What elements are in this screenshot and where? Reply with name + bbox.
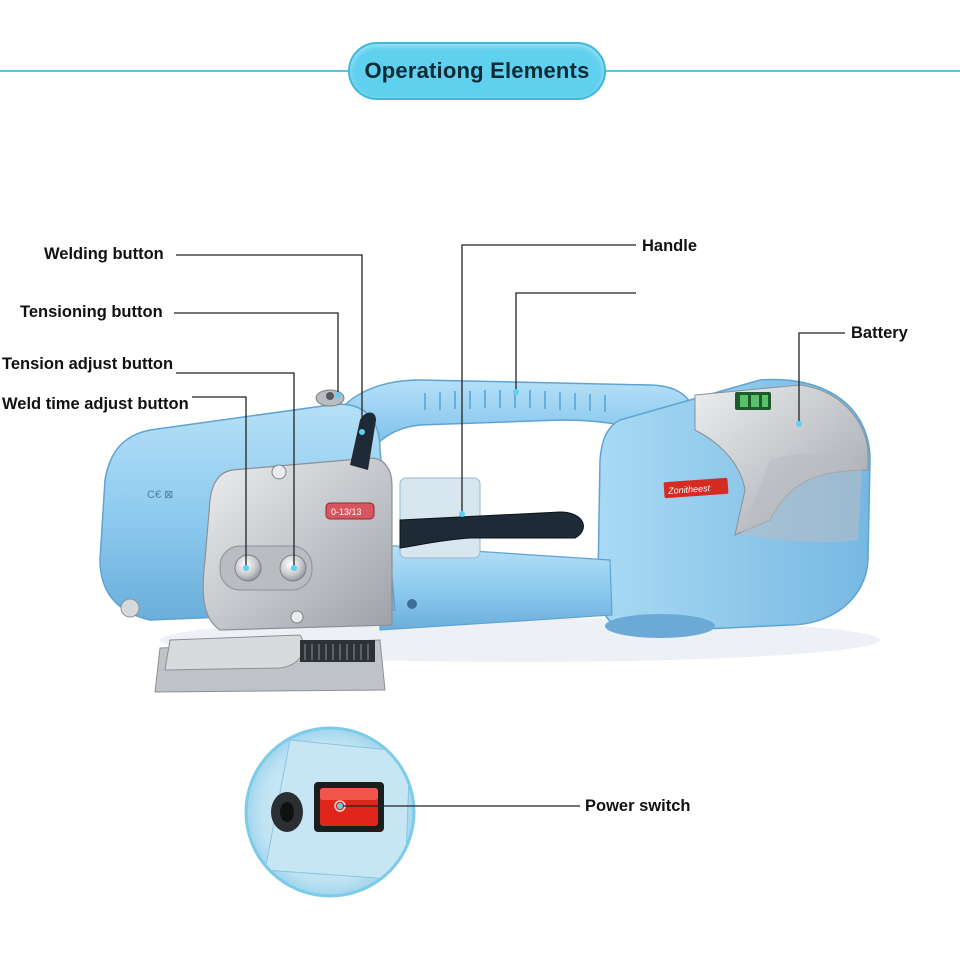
power-switch-inset-ring <box>244 726 416 898</box>
brand-plate <box>663 477 729 499</box>
label-tension-adjust-button: Tension adjust button <box>2 355 174 373</box>
base-plate-top <box>164 634 305 671</box>
tension-scale-text: 0-13/13 <box>331 507 362 517</box>
tensioning-button-leader <box>174 312 339 395</box>
welding-button-trigger <box>350 412 376 470</box>
section-title: Operationg Elements <box>348 42 606 100</box>
label-power-switch: Power switch <box>585 797 691 815</box>
front-screw <box>120 598 140 618</box>
handle-leader-lever <box>461 244 636 514</box>
battery-side-panel <box>740 454 862 543</box>
label-tensioning-button: Tensioning button <box>20 303 163 321</box>
gripper-teeth <box>300 640 375 662</box>
label-welding-button: Welding button <box>44 245 164 263</box>
lever <box>399 511 584 549</box>
mechanism-cover <box>202 457 393 631</box>
header-rule-right <box>604 70 960 72</box>
label-handle: Handle <box>642 237 698 255</box>
power-switch-inset <box>246 728 414 896</box>
cover-screw-bottom <box>290 610 304 624</box>
label-weld-time-adjust-button: Weld time adjust button <box>2 395 189 413</box>
welding-button-leader <box>176 254 363 432</box>
label-battery: Battery <box>851 324 908 342</box>
cover-screw-top <box>271 464 287 480</box>
tension-window <box>325 502 375 520</box>
callout-lines <box>174 244 845 809</box>
battery-leader <box>798 332 845 424</box>
header-rule-left <box>0 70 350 72</box>
rear-foot <box>605 614 715 638</box>
body-screw <box>407 599 417 609</box>
handle-leader-grip <box>515 292 636 392</box>
tension-adjust-leader <box>176 372 295 568</box>
weld-time-adjust-leader <box>192 396 247 568</box>
brand-text: Zonitheest <box>667 483 711 496</box>
ce-mark: C€ ⊠ <box>147 489 173 501</box>
